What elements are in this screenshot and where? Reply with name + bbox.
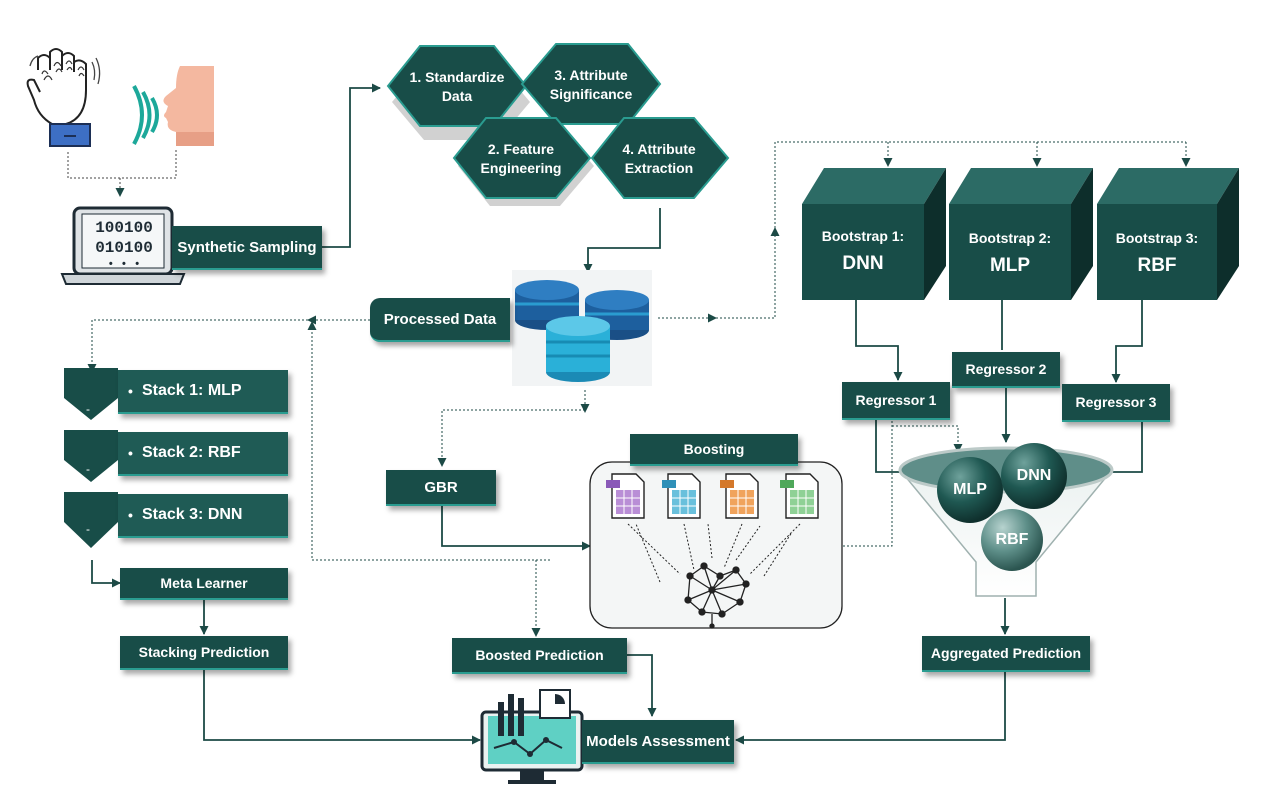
bootstrap-3-title: Bootstrap 3: xyxy=(1115,230,1199,246)
stack-1-bullet: • xyxy=(128,383,133,399)
bootstrap-2-label: Bootstrap 2: MLP xyxy=(949,224,1071,280)
bootstrap-2-title: Bootstrap 2: xyxy=(968,230,1052,246)
binary-line-2: 010100 xyxy=(95,239,153,257)
stack-3-box: • Stack 3: DNN xyxy=(118,494,288,538)
speaking-face-icon xyxy=(132,66,214,146)
spreadsheet-icon-blue xyxy=(662,473,701,519)
dnn-ball xyxy=(1001,443,1067,509)
bootstrap-1-model: DNN xyxy=(842,253,884,274)
regressor-2-box: Regressor 2 xyxy=(952,352,1060,388)
synthetic-sampling-box: Synthetic Sampling xyxy=(172,226,322,270)
neural-network-icon xyxy=(684,562,750,629)
stack-2-label: Stack 2: RBF xyxy=(142,444,241,461)
bootstrap-1-title: Bootstrap 1: xyxy=(821,228,905,244)
bootstrap-3-model: RBF xyxy=(1137,255,1177,276)
spreadsheet-icon-purple xyxy=(606,473,645,519)
hex-attribute-significance: 3. Attribute Significance xyxy=(549,67,633,102)
chevron-2-dash: - xyxy=(86,462,90,476)
boosted-prediction-box: Boosted Prediction xyxy=(452,638,627,674)
aggregated-prediction-box: Aggregated Prediction xyxy=(922,636,1090,672)
bootstrap-2-model: MLP xyxy=(989,255,1031,276)
chevron-3-dash: - xyxy=(86,522,90,536)
binary-line-1: 100100 xyxy=(95,219,153,237)
funnel-mlp-label: MLP xyxy=(953,481,987,498)
bootstrap-1-label: Bootstrap 1: DNN xyxy=(802,222,924,278)
stack-2-box: • Stack 2: RBF xyxy=(118,432,288,476)
spreadsheet-icon-green xyxy=(780,473,819,519)
stack-2-bullet: • xyxy=(128,445,133,461)
analytics-monitor-icon xyxy=(480,689,584,784)
rbf-ball xyxy=(981,509,1043,571)
aggregation-funnel xyxy=(898,443,1114,597)
laptop-dots: • • • xyxy=(107,259,141,271)
hex-standardize-data: 1. Standardize Data xyxy=(409,69,505,104)
laptop-binary-icon xyxy=(60,206,186,285)
bootstrap-3-label: Bootstrap 3: RBF xyxy=(1097,224,1217,280)
hand-fingerprint-icon xyxy=(26,48,101,147)
regressor-1-box: Regressor 1 xyxy=(842,382,950,420)
processed-data-box: Processed Data xyxy=(370,298,510,342)
database-icon xyxy=(512,270,652,386)
stack-3-bullet: • xyxy=(128,507,133,523)
chevron-1-dash: - xyxy=(86,402,90,416)
boosting-title-box: Boosting xyxy=(630,434,798,466)
stack-1-label: Stack 1: MLP xyxy=(142,382,242,399)
models-assessment-box: Models Assessment xyxy=(582,720,734,764)
hex-attribute-extraction: 4. Attribute Extraction xyxy=(622,141,696,176)
regressor-3-box: Regressor 3 xyxy=(1062,384,1170,422)
funnel-dnn-label: DNN xyxy=(1016,467,1052,484)
stack-3-label: Stack 3: DNN xyxy=(142,506,243,523)
boosting-panel xyxy=(589,461,843,629)
stacking-prediction-box: Stacking Prediction xyxy=(120,636,288,670)
spreadsheet-icon-orange xyxy=(720,473,759,519)
stack-chevrons xyxy=(64,368,118,548)
funnel-rbf-label: RBF xyxy=(995,531,1029,548)
meta-learner-box: Meta Learner xyxy=(120,568,288,600)
binary-readout: 100100 010100 • • • xyxy=(92,218,156,272)
hex-feature-engineering: 2. Feature Engineering xyxy=(480,141,562,176)
stack-1-box: • Stack 1: MLP xyxy=(118,370,288,414)
hexagon-cluster xyxy=(386,43,730,206)
mlp-ball xyxy=(937,457,1003,523)
bootstrap-cubes xyxy=(802,168,1239,300)
gbr-box: GBR xyxy=(386,470,496,506)
